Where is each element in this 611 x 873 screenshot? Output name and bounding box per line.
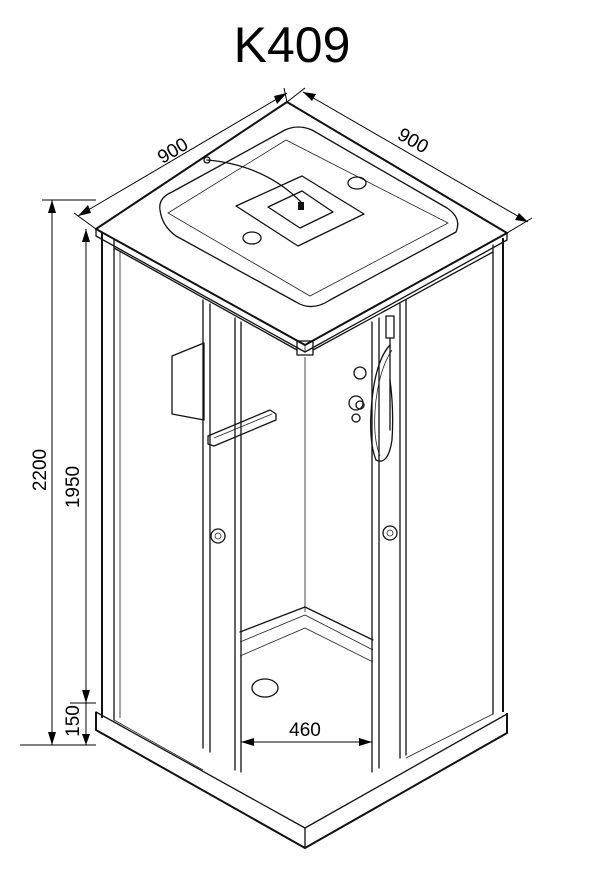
- dim-width-left: 900: [154, 134, 192, 168]
- dim-height-total: 2200: [30, 449, 51, 491]
- model-title: K409: [234, 17, 351, 73]
- dim-height-tray: 150: [63, 705, 84, 737]
- rain-shower-icon: [298, 202, 304, 210]
- shower-controls: [348, 315, 395, 462]
- shower-tray: [95, 606, 508, 849]
- roof: [95, 101, 508, 356]
- dim-door-opening: 460: [289, 720, 321, 741]
- back-panel: [171, 342, 205, 421]
- cabin-frame: [101, 232, 504, 773]
- ceiling-light-icon: [242, 231, 262, 245]
- drain-icon: [251, 678, 279, 698]
- dim-width-right: 900: [394, 124, 432, 158]
- door-handle-right: [382, 525, 398, 541]
- knob-icon: [353, 366, 367, 380]
- ceiling-vent-icon: [347, 176, 367, 190]
- shelf: [207, 409, 277, 447]
- door-handle-left: [210, 528, 226, 544]
- dim-height-cabin: 1950: [63, 466, 84, 508]
- dimensions: 900 900 2200 1950 150 460: [20, 87, 533, 746]
